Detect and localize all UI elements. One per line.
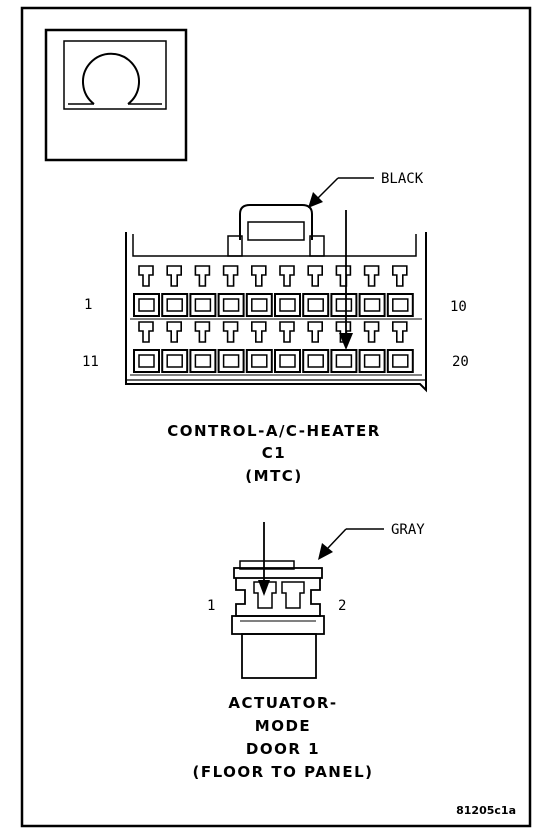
c1-terminal-cavity [245,265,273,317]
c1-terminal-cavity [189,265,217,317]
actuator-title-line1: ACTUATOR- [228,694,337,712]
actuator-color-callout: GRAY [318,522,425,560]
c1-terminal-cavity [302,321,330,373]
c1-terminal-cavity [161,265,189,317]
c1-terminal-cavity [358,321,386,373]
actuator-pin-2-label: 2 [338,598,346,614]
actuator-title-line4: (FLOOR TO PANEL) [192,763,373,781]
c1-title-line2: C1 [262,444,286,462]
actuator-pin-1-label: 1 [207,598,215,614]
c1-terminal-grid [130,265,422,376]
c1-terminal-cavity [330,265,358,317]
c1-terminal-cavity [386,265,414,317]
c1-pin-1-label: 1 [84,297,92,313]
diagram-border [20,6,532,828]
actuator-title-line3: DOOR 1 [246,740,320,758]
c1-terminal-cavity [358,265,386,317]
c1-terminal-cavity [245,321,273,373]
c1-title-line3: (MTC) [245,467,302,485]
c1-terminal-cavity [217,265,245,317]
locator-inset [44,28,188,162]
c1-pin-11-label: 11 [82,354,99,370]
c1-terminal-cavity [330,321,358,373]
c1-terminal-cavity [133,265,160,317]
c1-terminal-cavity [133,321,160,373]
actuator-connector [231,522,325,679]
c1-terminal-cavity [302,265,330,317]
c1-terminal-cavity [161,321,189,373]
actuator-title-line2: MODE [255,717,311,735]
figure-code: 81205c1a [456,804,516,817]
c1-pin-20-label: 20 [452,354,469,370]
c1-terminal-cavity [274,265,301,317]
c1-color-callout: BLACK [308,171,424,208]
c1-terminal-cavity [217,321,245,373]
c1-color-label: BLACK [381,171,424,187]
c1-title-line1: CONTROL-A/C-HEATER [167,422,381,440]
c1-terminal-cavity [189,321,217,373]
c1-terminal-cavity [274,321,301,373]
c1-connector [125,204,427,393]
c1-terminal-cavity [386,321,414,373]
c1-pin-10-label: 10 [450,299,467,315]
actuator-color-label: GRAY [391,522,425,538]
